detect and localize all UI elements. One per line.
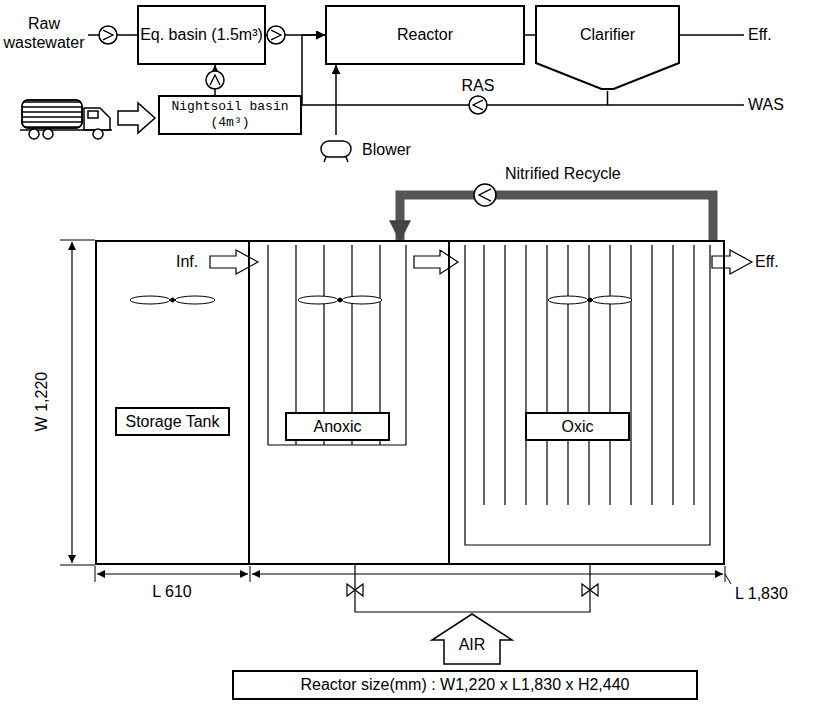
mixer-hub (588, 298, 592, 302)
oxic-channels (465, 245, 710, 545)
flow-line (335, 65, 337, 135)
length-dimension (252, 573, 723, 574)
node-text: Nightsoil basin (4m³) (160, 99, 300, 130)
basin-box: Eq. basin (1.5m³) (137, 5, 266, 65)
channel-line (546, 245, 547, 505)
dim-tick (95, 566, 96, 582)
recycle-arrow (400, 195, 713, 240)
pump-symbol (474, 184, 496, 206)
channel-line (525, 245, 526, 505)
mixer-blade (592, 296, 632, 304)
channel-line (483, 245, 484, 505)
stream-label: Inf. (176, 252, 198, 271)
node-text: Clarifier (580, 25, 635, 44)
stream-label: WAS (748, 95, 784, 114)
channel-line (504, 245, 505, 505)
edge-label: RAS (458, 76, 498, 95)
stream-label: Raw wastewater (2, 14, 86, 52)
compartment-label: Anoxic (285, 412, 390, 441)
inflow-arrow (210, 250, 258, 274)
anoxic-baffles (268, 245, 406, 445)
clarifier-outline (535, 5, 680, 91)
flow-line (525, 34, 535, 36)
node-text: Reactor (397, 25, 453, 44)
stream-label: Eff. (748, 25, 772, 44)
blower-unit: Blower (318, 135, 428, 165)
baffle-line (268, 444, 406, 445)
mixer-blade (130, 296, 170, 304)
node-text: Blower (362, 140, 411, 159)
mixer-blade (548, 296, 588, 304)
edge-label: Nitrified Recycle (505, 164, 621, 183)
dimension-label: L 1,830 (735, 584, 788, 603)
was-line (608, 104, 744, 106)
baffle-line (267, 245, 268, 445)
tank-compartment: Storage Tank (95, 240, 250, 565)
effluent-line (680, 34, 744, 36)
pump-symbol (469, 96, 487, 114)
caption-box: Reactor size(mm) : W1,220 x L1,830 x H2,… (232, 670, 698, 700)
stream-label: Eff. (755, 252, 779, 271)
basin-box: Nightsoil basin (4m³) (158, 95, 302, 135)
channel-line (588, 245, 589, 505)
mixers (130, 296, 632, 304)
tank-compartment: Oxic (450, 240, 725, 565)
pump-symbol (267, 26, 285, 44)
truck-icon (20, 100, 112, 139)
leader-line (725, 574, 731, 584)
width-dimension (71, 242, 72, 563)
channel-line (651, 245, 652, 505)
pump-symbol (99, 26, 117, 44)
compartment-label: Oxic (525, 412, 630, 441)
mixer-hub (171, 298, 175, 302)
node-text: Reactor size(mm) : W1,220 x L1,830 x H2,… (300, 675, 629, 694)
channel-line (609, 245, 610, 505)
pump-symbol (206, 71, 224, 89)
baffle-line (405, 245, 406, 445)
mixer-blade (342, 296, 382, 304)
dimension-label: W 1,220 (32, 370, 51, 434)
blower-icon (318, 137, 354, 163)
compartment-label: Storage Tank (115, 407, 230, 436)
channel-line (567, 245, 568, 505)
dim-tick (250, 566, 251, 582)
flow-line (414, 250, 458, 274)
dim-tick (60, 565, 95, 566)
air-piping (347, 565, 598, 664)
channel-line (630, 245, 631, 505)
mixer-blade (298, 296, 338, 304)
channel-wall (465, 245, 710, 545)
hollow-arrow (118, 103, 155, 133)
channel-line (672, 245, 673, 505)
dim-tick (60, 240, 95, 241)
length-dimension (97, 573, 248, 574)
outflow-arrow (712, 250, 752, 274)
channel-line (693, 245, 694, 505)
tank-compartment: Anoxic (250, 240, 450, 565)
air-label: AIR (447, 635, 497, 654)
clarifier-shape: Clarifier (535, 5, 680, 91)
node-text: Eq. basin (1.5m³) (140, 25, 263, 44)
reactor-box: Reactor (325, 5, 525, 65)
mixer-blade (175, 296, 215, 304)
dimension-label: L 610 (142, 582, 202, 601)
mixer-hub (338, 298, 342, 302)
